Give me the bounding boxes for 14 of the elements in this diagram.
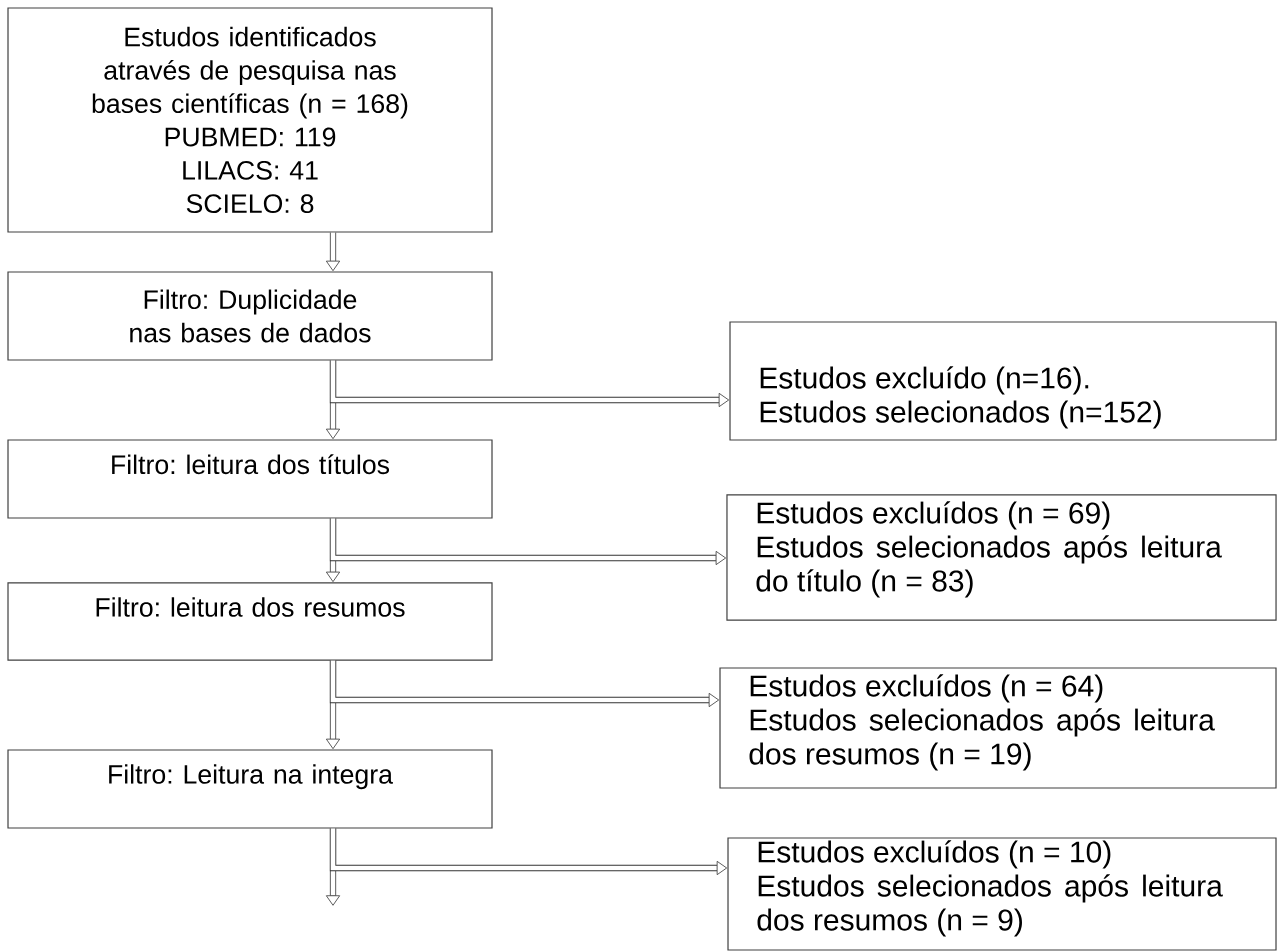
arrow xyxy=(329,360,730,408)
process-box: Estudos identificados através de pesquisa nas bases científicas (n = 168) PUBMED: 119 LILACS: 41 SCIELO: 8 xyxy=(7,7,493,233)
process-box: Filtro: Duplicidade nas bases de dados xyxy=(7,271,493,361)
process-box: Filtro: Leitura na integra xyxy=(7,749,493,829)
result-box: Estudos excluído (n=16). Estudos selecionados (n=152) xyxy=(729,321,1277,441)
result-box: Estudos excluídos (n = 69) Estudos selecionados após leitura do título (n = 83) xyxy=(726,494,1277,621)
result-box: Estudos excluídos (n = 64) Estudos selecionados após leitura dos resumos (n = 19) xyxy=(719,667,1277,789)
arrow xyxy=(325,232,341,272)
process-box: Filtro: leitura dos títulos xyxy=(7,439,493,519)
result-box: Estudos excluídos (n = 10) Estudos selecionados após leitura dos resumos (n = 9) xyxy=(727,837,1277,951)
arrow xyxy=(329,660,720,708)
arrow xyxy=(329,518,727,566)
process-box: Filtro: leitura dos resumos xyxy=(7,582,493,661)
arrow xyxy=(329,828,728,876)
